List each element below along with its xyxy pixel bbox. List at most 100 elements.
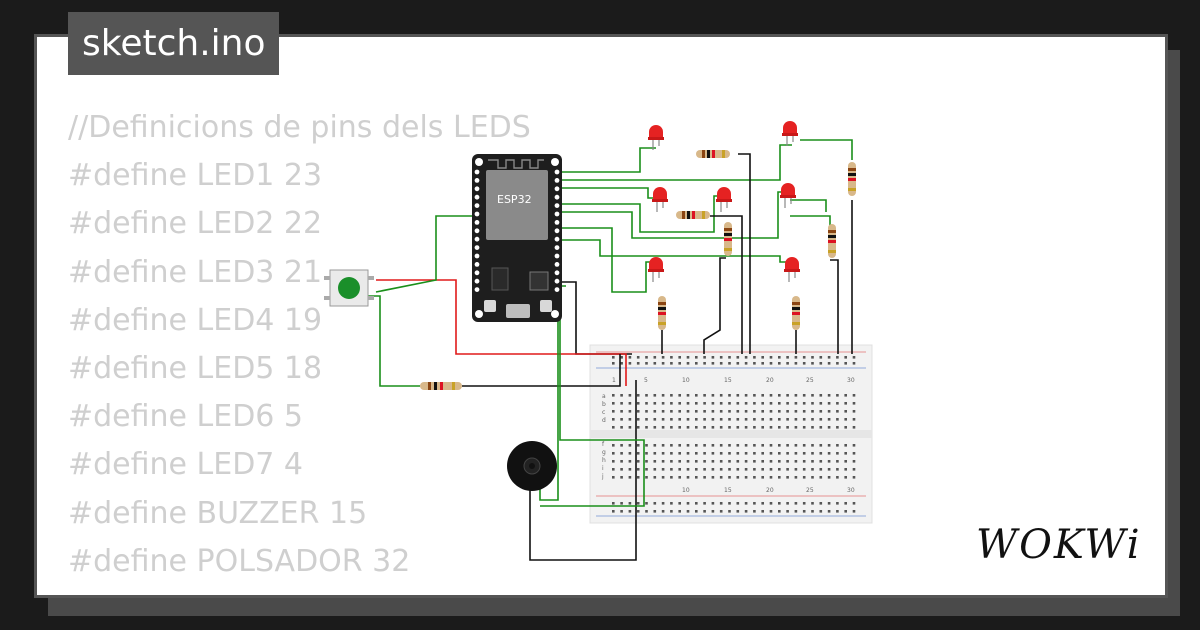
hole [711,452,715,455]
hole [628,476,632,479]
hole [778,418,781,421]
hole [753,476,756,479]
hole [753,510,756,513]
hole [628,394,632,397]
hole [661,444,665,447]
hole [744,410,748,413]
code-line: #define LED3 21 [68,254,323,290]
hole [661,402,665,405]
wire [556,147,656,173]
pin [554,220,560,225]
hole [827,402,831,405]
hole [786,394,789,397]
hole [761,356,764,359]
hole [786,356,789,359]
hole [728,502,731,505]
pin [554,178,560,183]
resistor [724,222,732,256]
hole [811,476,814,479]
hole [678,426,681,429]
hole [620,402,623,405]
hole [686,444,690,447]
hole [802,418,806,421]
hole [728,444,731,447]
pin [554,194,560,200]
hole [811,460,814,463]
hole [636,444,640,447]
hole [852,362,856,365]
wire [556,239,788,263]
hole [703,426,706,429]
hole [753,418,756,421]
row-letter: c [602,409,605,416]
hole [661,502,665,505]
hole [620,410,623,413]
hole [744,356,748,359]
hole [761,418,764,421]
hole [620,502,623,505]
hole [744,402,748,405]
hole [786,502,789,505]
hole [819,426,823,429]
led [648,257,664,282]
hole [719,476,723,479]
hole [678,468,681,471]
hole [711,502,715,505]
hole [836,510,839,513]
hole [653,410,657,413]
pin [554,262,560,267]
hole [636,468,640,471]
hole [703,362,706,365]
hole [736,502,740,505]
hole [636,460,640,463]
hole [670,418,673,421]
hole [753,444,756,447]
hole [695,460,698,463]
hole [736,468,740,471]
hole [670,502,673,505]
pin [474,287,480,292]
hole [819,402,823,405]
hole [852,410,856,413]
hole [736,460,740,463]
push-button[interactable] [324,269,374,307]
hole [769,476,773,479]
hole [711,356,715,359]
hole [736,476,740,479]
pin [474,194,480,200]
hole [778,502,781,505]
hole [769,502,773,505]
hole [686,502,690,505]
hole [728,460,731,463]
hole [728,356,731,359]
hole [836,460,839,463]
hole [703,502,706,505]
hole [620,426,623,429]
wire [556,144,792,181]
hole [695,510,698,513]
hole [769,468,773,471]
hole [711,402,715,405]
hole [778,460,781,463]
esp32-board[interactable]: ESP32 [472,154,562,322]
hole [612,468,615,471]
hole [744,394,748,397]
hole [686,402,690,405]
hole [827,502,831,505]
hole [703,394,706,397]
hole [670,510,673,513]
hole [695,418,698,421]
file-tab[interactable]: sketch.ino [68,12,280,75]
pin [554,287,560,292]
code-line: #define LED4 19 [68,302,323,338]
hole [670,452,673,455]
hole [844,476,847,479]
hole [678,402,681,405]
hole [844,402,847,405]
led [652,187,668,212]
hole [836,476,839,479]
hole [678,410,681,413]
wire [556,191,786,239]
hole [827,476,831,479]
